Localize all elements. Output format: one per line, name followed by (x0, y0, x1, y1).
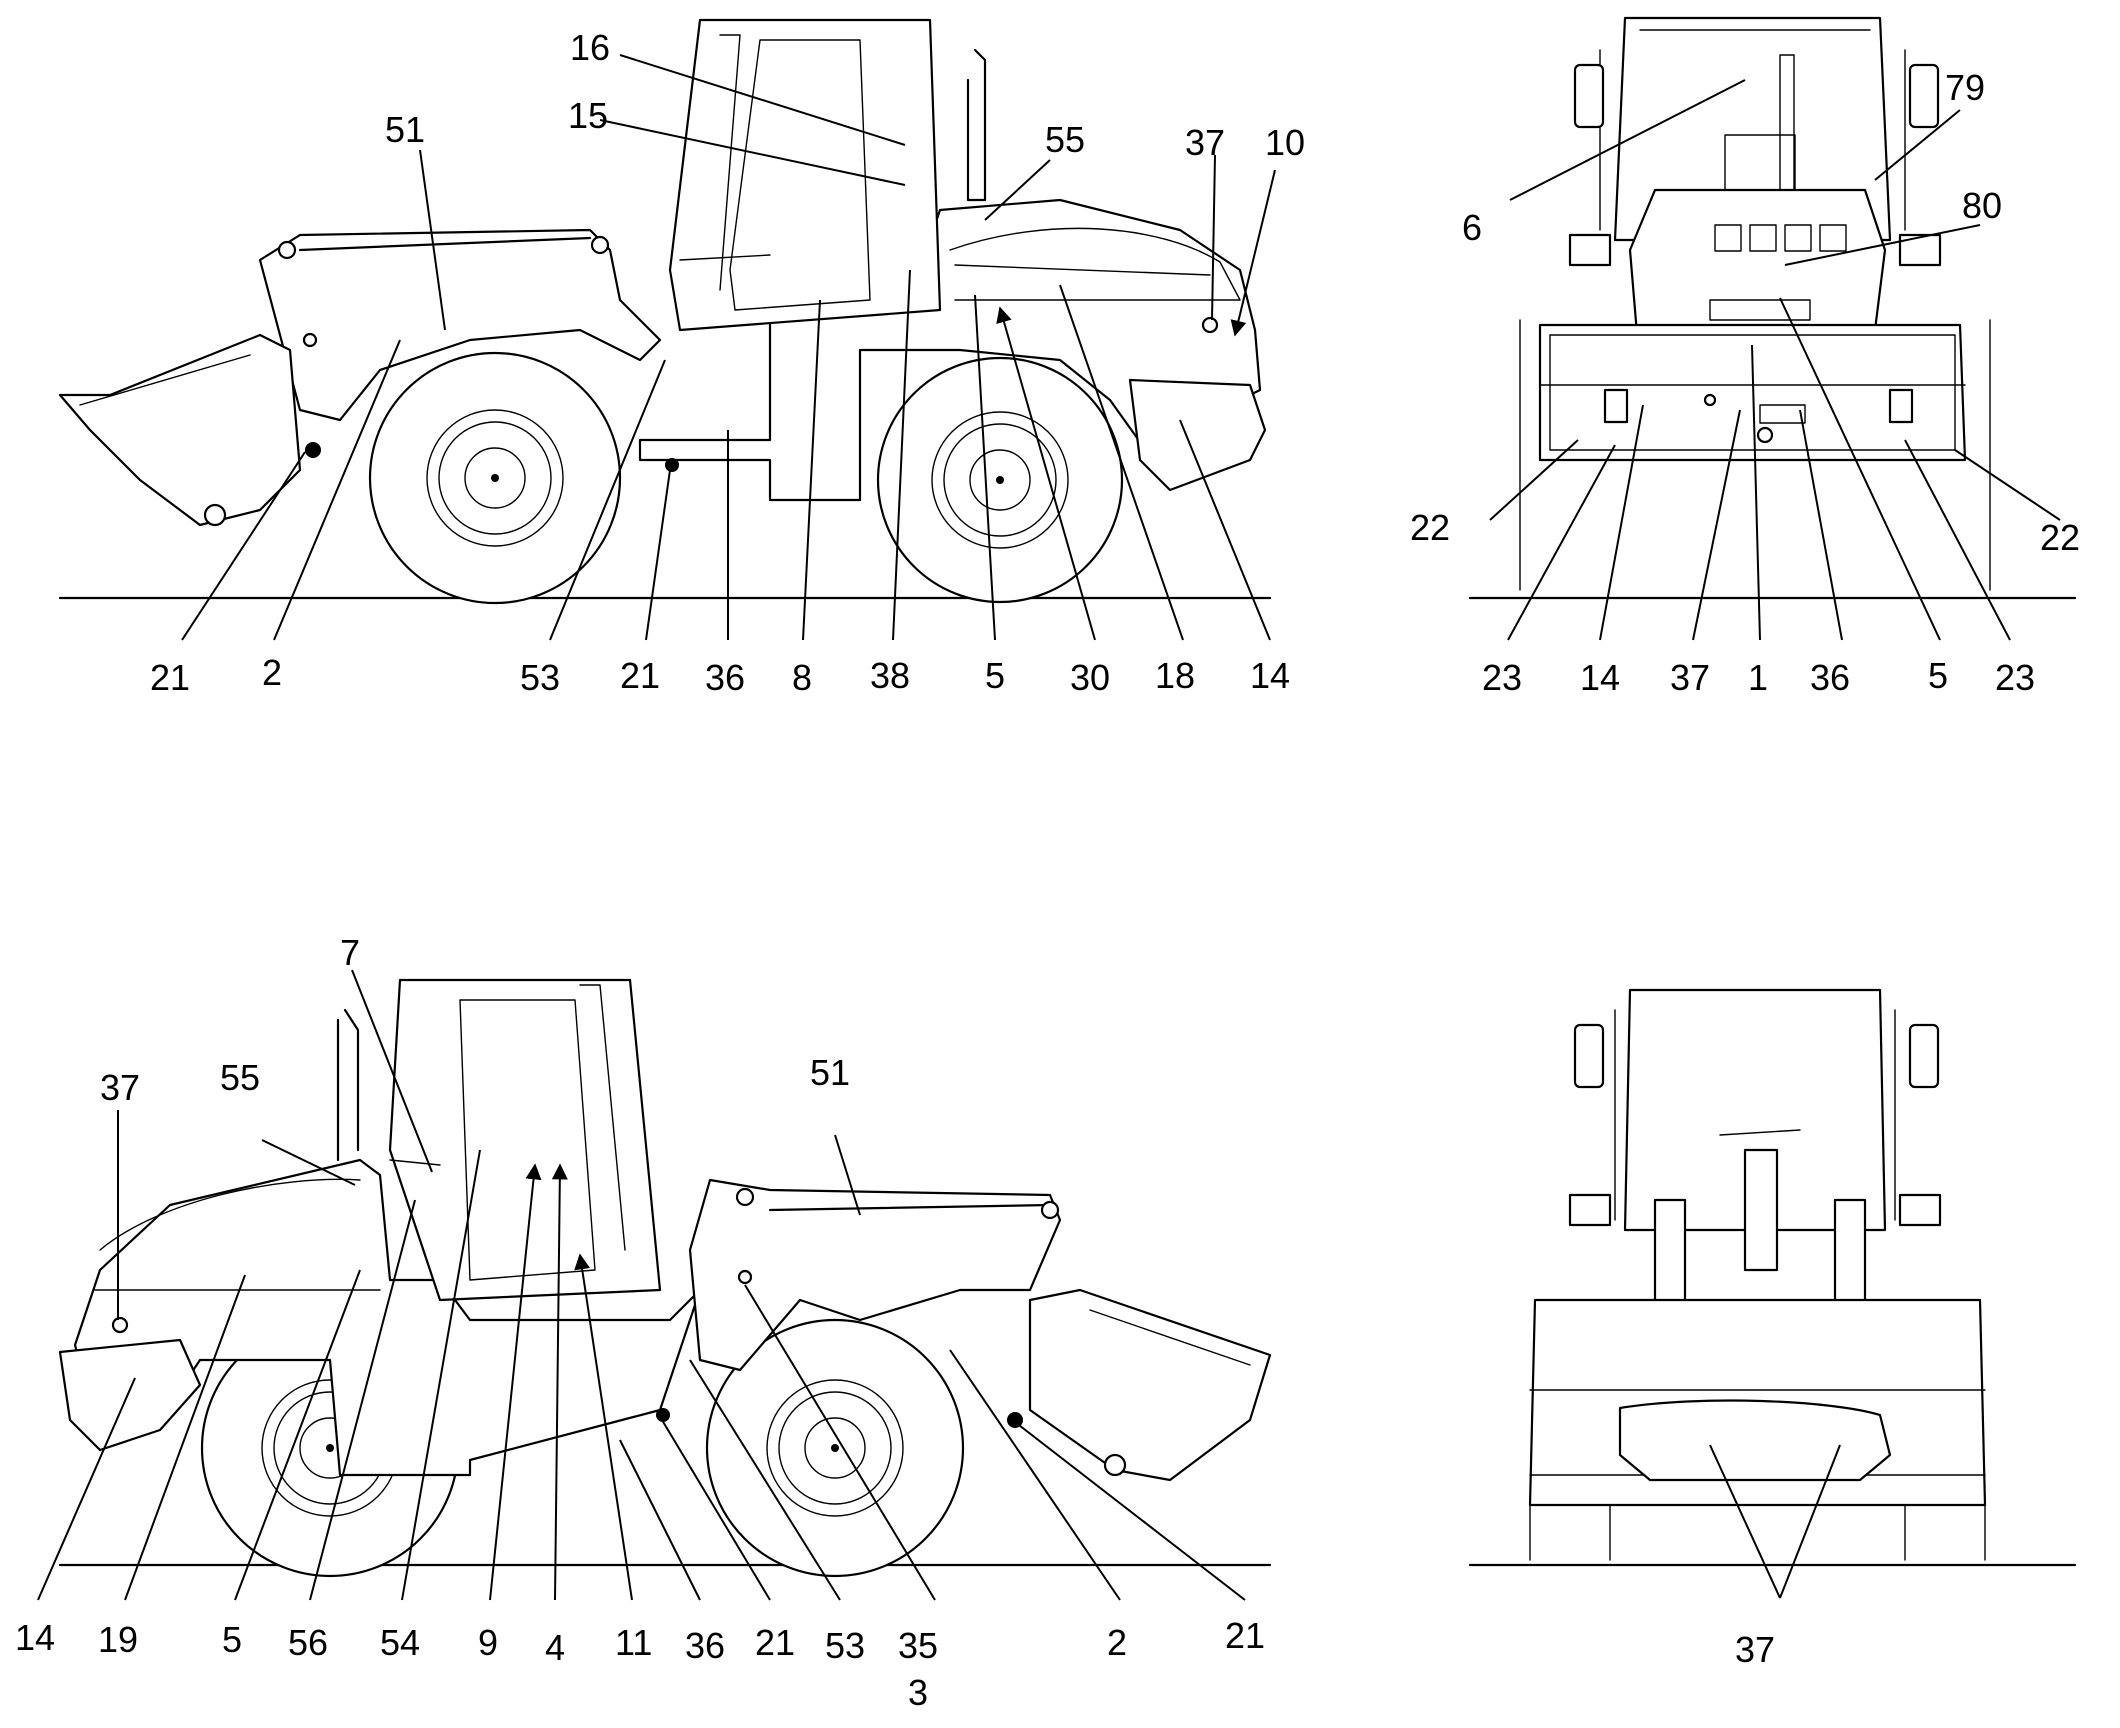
front-wheel-2 (705, 1318, 965, 1578)
callout-label: 51 (385, 109, 425, 150)
cab (668, 18, 942, 332)
loader-arm (258, 228, 662, 422)
callout-label: 38 (870, 655, 910, 696)
callout-label: 53 (825, 1625, 865, 1666)
bucket-2 (1028, 1288, 1272, 1482)
loader-arm-2 (688, 1178, 1062, 1372)
callout-label: 21 (755, 1622, 795, 1663)
callout-label: 23 (1482, 657, 1522, 698)
callout-label: 14 (1580, 657, 1620, 698)
cab-2 (388, 978, 662, 1302)
bucket (58, 333, 302, 527)
callout-label: 21 (620, 655, 660, 696)
callout-label: 36 (705, 657, 745, 698)
mirror-left (1573, 63, 1605, 129)
side-view-left (58, 18, 1272, 605)
callout-label: 5 (985, 655, 1005, 696)
callout-label: 7 (340, 932, 360, 973)
exhaust-pipe (966, 48, 987, 202)
rear-view (1468, 988, 2077, 1567)
callout-label: 1 (1748, 657, 1768, 698)
callout-label: 8 (792, 657, 812, 698)
callout-label: 80 (1962, 185, 2002, 226)
callout-label: 35 (898, 1625, 938, 1666)
callout-label: 2 (262, 652, 282, 693)
callout-label: 55 (1045, 119, 1085, 160)
callout-label: 36 (685, 1625, 725, 1666)
callout-label: 18 (1155, 655, 1195, 696)
callout-label: 16 (570, 27, 610, 68)
side-view-right (58, 978, 1272, 1578)
front-view (1468, 16, 2077, 600)
callouts-rear: 37 (1735, 1629, 1775, 1670)
front-wheel (368, 351, 622, 605)
callout-label: 23 (1995, 657, 2035, 698)
callout-label: 3 (908, 1672, 928, 1713)
callout-label: 22 (2040, 517, 2080, 558)
engine-hood (949, 227, 1241, 301)
callout-label: 5 (222, 1619, 242, 1660)
callout-label: 15 (568, 95, 608, 136)
callout-label: 55 (220, 1057, 260, 1098)
callout-label: 11 (615, 1622, 652, 1663)
callout-label: 53 (520, 657, 560, 698)
callout-label: 54 (380, 1622, 420, 1663)
callouts-front: 6 79 80 22 22 23 14 37 1 36 5 23 (1410, 67, 2080, 698)
callouts-side-right: 7 37 55 51 14 19 5 56 54 9 4 11 36 21 53… (15, 932, 1265, 1713)
callout-label: 37 (100, 1067, 140, 1108)
counterweight (1128, 378, 1267, 492)
callout-label: 14 (15, 1617, 55, 1658)
callout-label: 51 (810, 1052, 850, 1093)
callout-label: 36 (1810, 657, 1850, 698)
callout-label: 21 (150, 657, 190, 698)
lamp-left (1568, 233, 1612, 267)
callout-label: 21 (1225, 1615, 1265, 1656)
cab-door-2 (459, 999, 596, 1281)
callout-label: 9 (478, 1622, 498, 1663)
callouts-side-left: 16 15 51 55 37 10 21 2 53 21 36 8 38 5 3… (150, 27, 1305, 698)
callout-label: 37 (1735, 1629, 1775, 1670)
rear-cab (1623, 988, 1887, 1232)
callout-label: 10 (1265, 122, 1305, 163)
wheel-hub-icon (491, 474, 499, 482)
callout-label: 19 (98, 1619, 138, 1660)
rear-wheel (876, 356, 1124, 604)
callout-label: 2 (1107, 1622, 1127, 1663)
callout-label: 6 (1462, 207, 1482, 248)
mirror-right (1908, 63, 1940, 129)
callout-label: 37 (1670, 657, 1710, 698)
callout-label: 14 (1250, 655, 1290, 696)
callout-label: 4 (545, 1627, 565, 1668)
rear-grille-decal (1618, 1399, 1892, 1482)
callout-label: 30 (1070, 657, 1110, 698)
leader-lines (37, 54, 2061, 1601)
bolt-icon (277, 240, 297, 260)
cab-door (729, 39, 871, 311)
front-cab (1613, 16, 1892, 242)
callout-label: 79 (1945, 67, 1985, 108)
callout-label: 5 (1928, 655, 1948, 696)
callout-label: 56 (288, 1622, 328, 1663)
callout-label: 37 (1185, 122, 1225, 163)
counterweight-2 (58, 1338, 202, 1452)
callout-label: 22 (1410, 507, 1450, 548)
